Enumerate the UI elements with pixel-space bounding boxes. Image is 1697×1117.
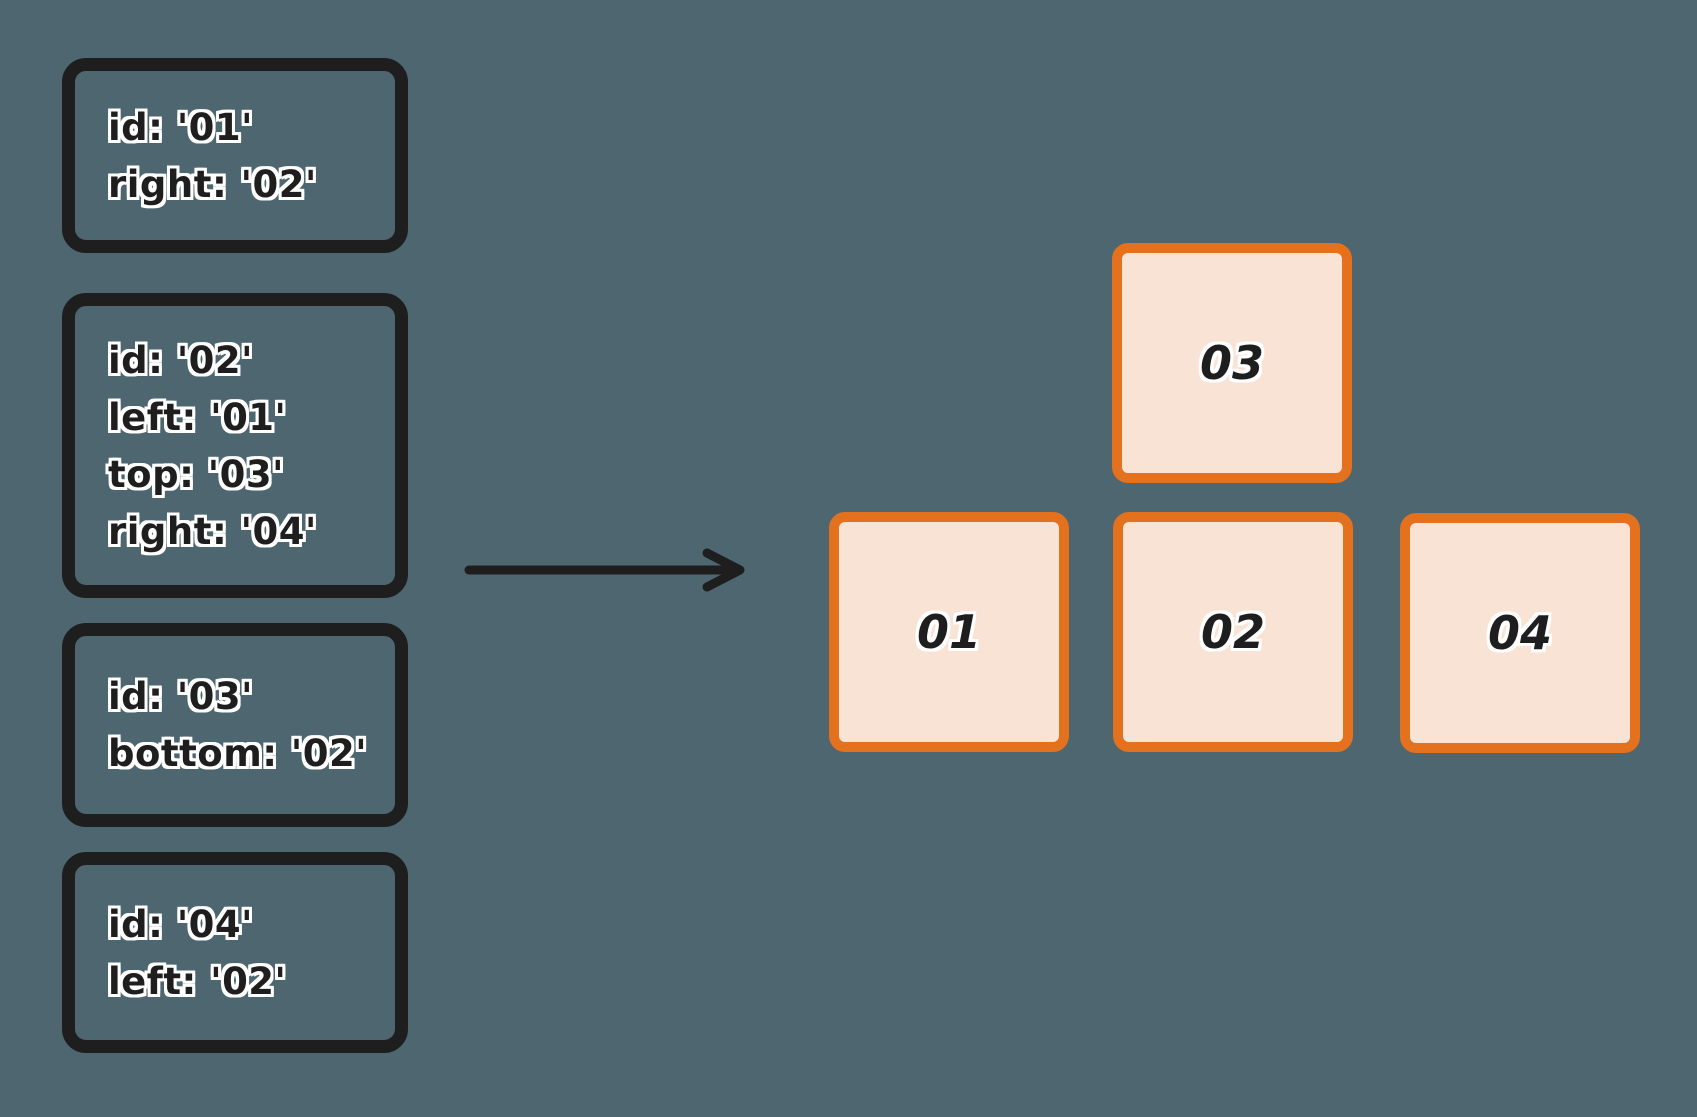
node-property-id: id: '04' <box>108 902 253 946</box>
maps-to-arrow-icon <box>464 548 745 592</box>
layout-square-01: 01 <box>829 512 1069 752</box>
node-property-right: right: '02' <box>108 162 317 206</box>
node-property-id: id: '01' <box>108 105 253 149</box>
node-definition-01: id: '01' right: '02' <box>62 58 408 253</box>
node-property-left: left: '01' <box>108 395 287 439</box>
node-definition-03: id: '03' bottom: '02' <box>62 623 408 827</box>
square-label: 03 <box>1199 336 1264 390</box>
node-definition-04: id: '04' left: '02' <box>62 852 408 1053</box>
square-label: 02 <box>1200 605 1265 659</box>
square-label: 01 <box>916 605 981 659</box>
layout-square-04: 04 <box>1400 513 1640 753</box>
layout-square-03: 03 <box>1112 243 1352 483</box>
node-definition-02: id: '02' left: '01' top: '03' right: '04… <box>62 293 408 598</box>
node-property-id: id: '03' <box>108 675 253 718</box>
node-property-top: top: '03' <box>108 452 284 496</box>
node-property-bottom: bottom: '02' <box>108 732 368 775</box>
square-label: 04 <box>1487 606 1552 660</box>
node-property-right: right: '04' <box>108 509 317 553</box>
layout-square-02: 02 <box>1113 512 1353 752</box>
node-property-left: left: '02' <box>108 959 287 1003</box>
node-property-id: id: '02' <box>108 338 253 382</box>
